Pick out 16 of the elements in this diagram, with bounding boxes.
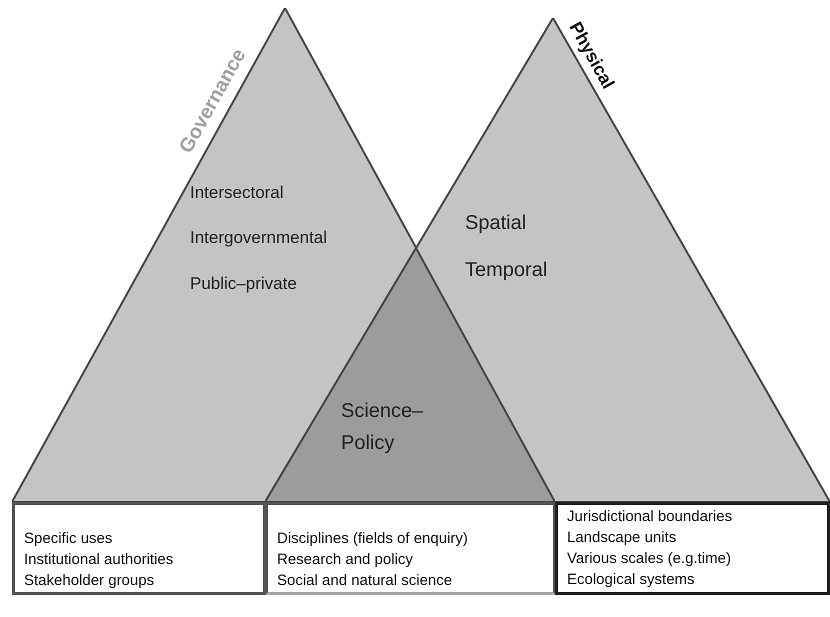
list-item: Research and policy <box>277 550 413 570</box>
list-item: Disciplines (fields of enquiry) <box>277 529 468 549</box>
list-item: Jurisdictional boundaries <box>567 507 732 527</box>
item-text: Intersectoral <box>190 182 284 204</box>
list-item: Ecological systems <box>567 570 695 590</box>
list-item: Institutional authorities <box>24 550 174 570</box>
overlap-label: Science–Policy <box>341 399 424 456</box>
item-text: Public–private <box>190 273 297 295</box>
list-item: Specific uses <box>24 529 112 549</box>
item-text: Spatial <box>465 211 526 236</box>
list-item: Stakeholder groups <box>24 571 154 591</box>
list-item: Social and natural science <box>277 571 452 591</box>
list-item: Landscape units <box>567 528 676 548</box>
item-text: Temporal <box>465 258 548 283</box>
list-item: Various scales (e.g.time) <box>567 549 731 569</box>
item-text: Intergovernmental <box>190 227 328 249</box>
